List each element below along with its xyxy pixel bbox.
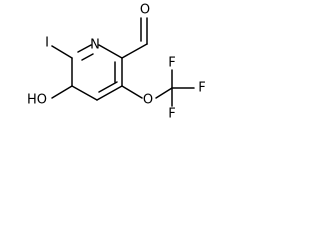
atom-nitrogen: N	[90, 38, 100, 53]
atom-fluorine-top: F	[168, 56, 175, 71]
atom-aldehyde-oxygen: O	[140, 3, 150, 18]
atom-ether-oxygen: O	[143, 93, 153, 108]
molecule-structure: N I O HO O F F F	[27, 3, 206, 122]
bond-n-c6	[98, 44, 123, 59]
bond-n-c2	[77, 44, 92, 53]
bond-c3-c4	[71, 85, 98, 101]
atom-iodine: I	[45, 36, 49, 51]
bond-n-c2-inner	[81, 53, 94, 61]
bond-c3-hydroxyl	[51, 85, 73, 99]
bond-c2-iodine	[51, 45, 73, 59]
atom-hydroxyl: HO	[27, 93, 47, 108]
atom-fluorine-right: F	[198, 81, 205, 96]
bond-c4-c5-inner	[98, 81, 118, 93]
atom-fluorine-bottom: F	[168, 107, 175, 122]
bond-c6-cho	[121, 43, 148, 59]
bond-c4-c5	[96, 85, 123, 101]
bond-c5-ether	[121, 85, 143, 99]
bond-ether-cf3	[155, 87, 173, 99]
